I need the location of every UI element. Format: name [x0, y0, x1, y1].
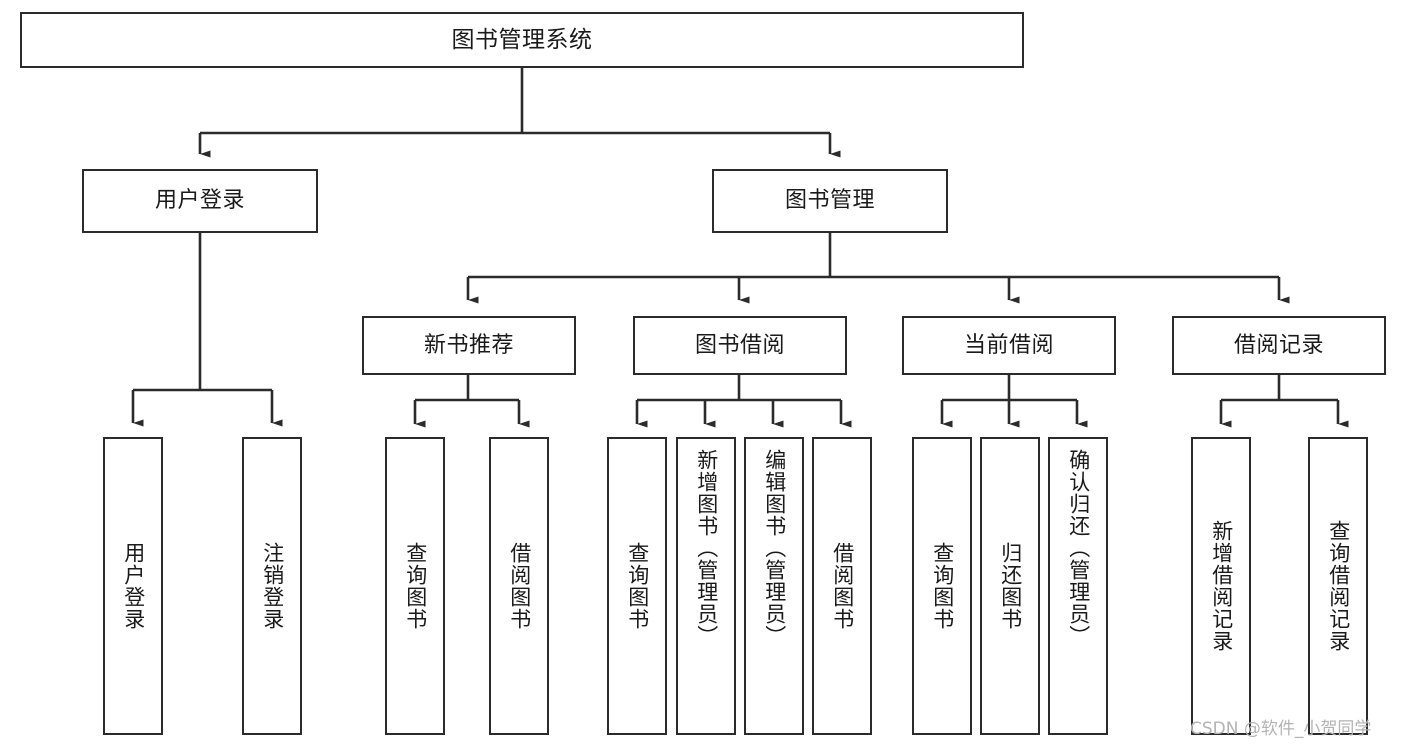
node-label: 图书管理系统: [451, 26, 593, 53]
node-label: 图书管理: [784, 188, 875, 214]
node-new-book-recommendation[interactable]: 新书推荐: [362, 316, 576, 375]
node-label: 确认归还（管理员）: [1066, 449, 1091, 647]
node-leaf-logout[interactable]: 注销登录: [242, 437, 302, 735]
node-label: 图书借阅: [694, 332, 785, 358]
node-label: 用户登录: [154, 188, 245, 214]
node-leaf-query-borrow-record[interactable]: 查询借阅记录: [1308, 437, 1368, 735]
node-leaf-query-book-borrowing[interactable]: 查询图书: [607, 437, 667, 735]
node-user-login[interactable]: 用户登录: [82, 169, 318, 233]
node-root-book-management-system[interactable]: 图书管理系统: [20, 12, 1024, 68]
node-leaf-confirm-return-admin[interactable]: 确认归还（管理员）: [1048, 437, 1108, 735]
node-book-management[interactable]: 图书管理: [712, 169, 948, 233]
node-label: 用户登录: [121, 542, 146, 630]
node-label: 当前借阅: [963, 332, 1054, 358]
node-label: 查询图书: [930, 542, 955, 630]
node-label: 借阅记录: [1233, 332, 1324, 358]
node-leaf-add-borrow-record[interactable]: 新增借阅记录: [1191, 437, 1251, 735]
node-current-borrowing[interactable]: 当前借阅: [902, 316, 1116, 375]
node-label: 新书推荐: [423, 332, 514, 358]
node-label: 查询图书: [625, 542, 650, 630]
node-leaf-return-book[interactable]: 归还图书: [980, 437, 1040, 735]
node-label: 查询图书: [403, 542, 428, 630]
node-label: 新增图书（管理员）: [694, 449, 719, 647]
node-label: 编辑图书（管理员）: [762, 449, 787, 647]
node-leaf-edit-book-admin[interactable]: 编辑图书（管理员）: [744, 437, 804, 735]
node-leaf-user-login[interactable]: 用户登录: [103, 437, 163, 735]
node-borrowing-records[interactable]: 借阅记录: [1172, 316, 1386, 375]
node-book-borrowing[interactable]: 图书借阅: [633, 316, 847, 375]
node-label: 借阅图书: [830, 542, 855, 630]
node-leaf-borrow-book-recommendation[interactable]: 借阅图书: [489, 437, 549, 735]
node-label: 查询借阅记录: [1326, 520, 1351, 652]
node-leaf-query-book-current[interactable]: 查询图书: [912, 437, 972, 735]
node-leaf-add-book-admin[interactable]: 新增图书（管理员）: [676, 437, 736, 735]
node-leaf-query-book-recommendation[interactable]: 查询图书: [385, 437, 445, 735]
node-label: 新增借阅记录: [1209, 520, 1234, 652]
node-leaf-borrow-book-borrowing[interactable]: 借阅图书: [812, 437, 872, 735]
node-label: 归还图书: [998, 542, 1023, 630]
watermark-text: CSDN @软件_小贺同学: [1190, 719, 1372, 739]
node-label: 注销登录: [260, 542, 285, 630]
node-label: 借阅图书: [507, 542, 532, 630]
